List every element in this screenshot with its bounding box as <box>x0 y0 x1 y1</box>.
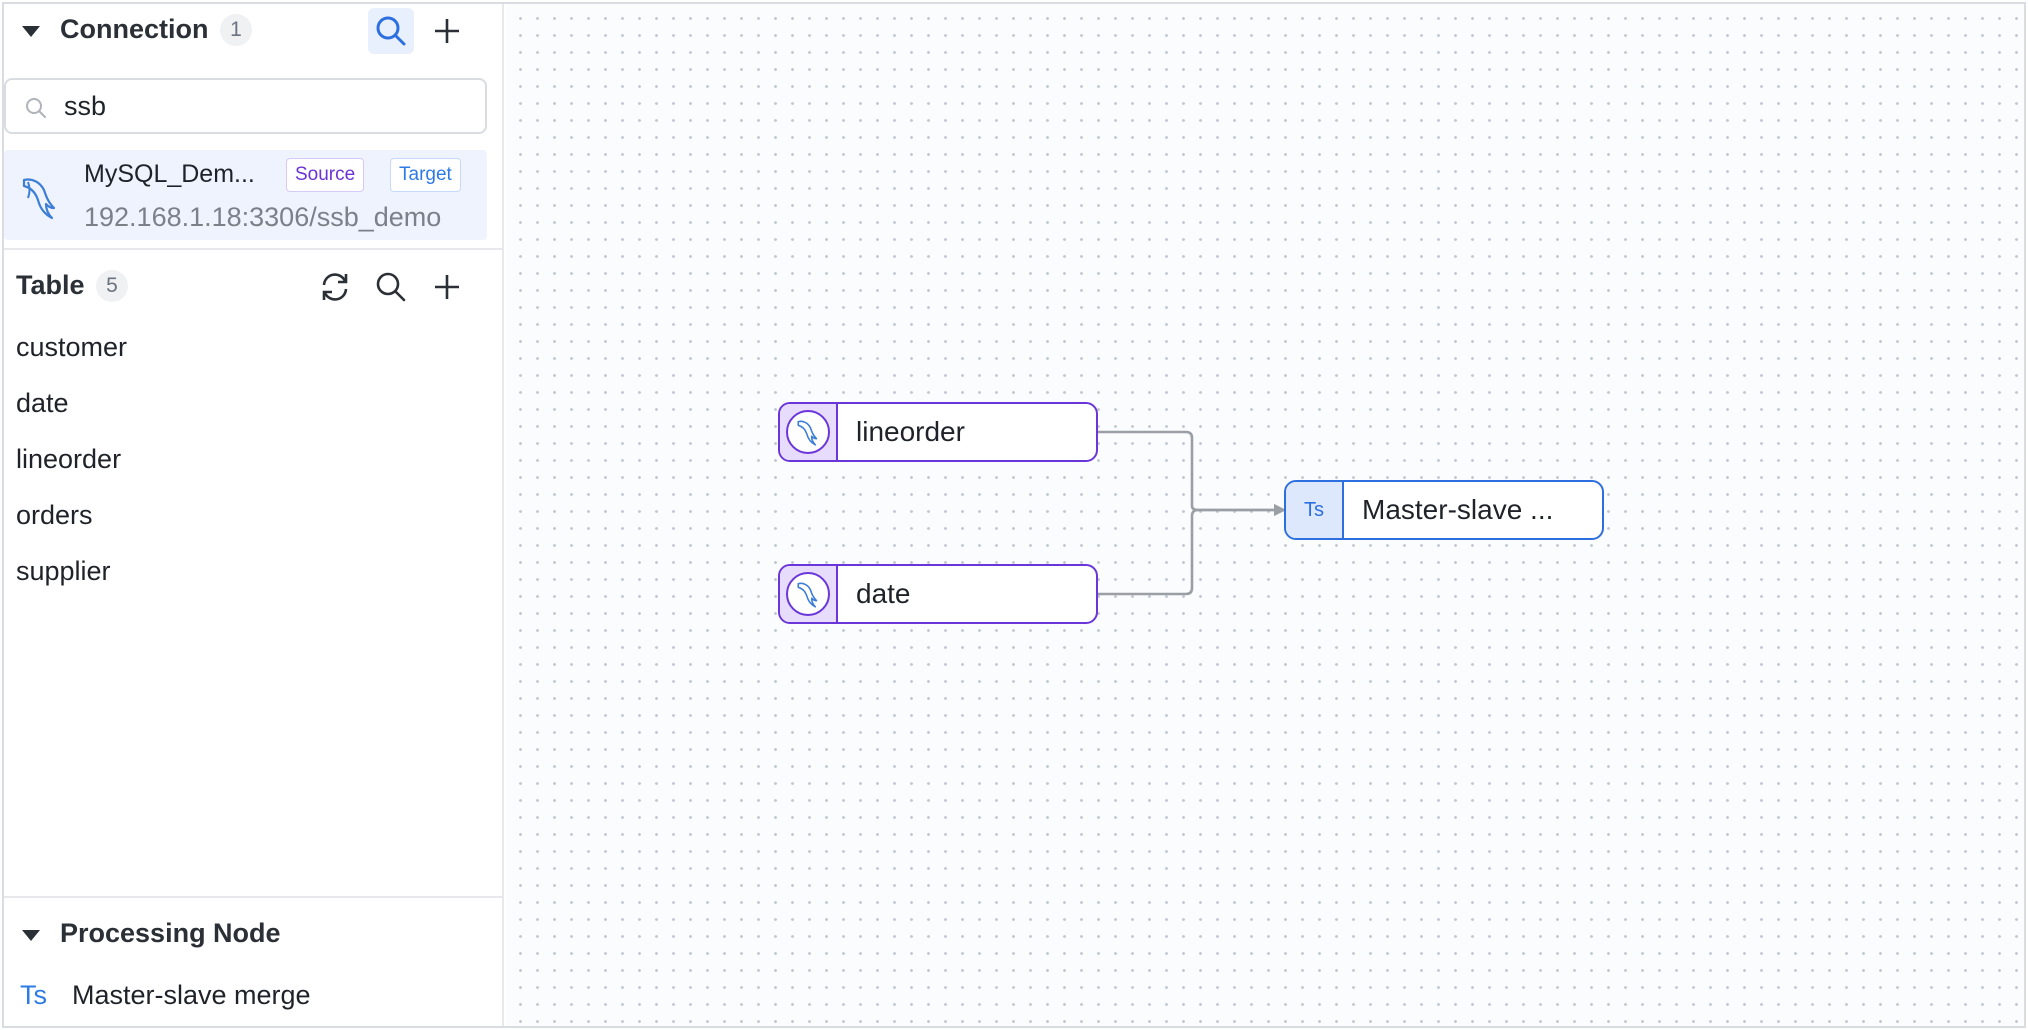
dag-node-date[interactable]: date <box>778 564 1098 624</box>
connection-list-item[interactable]: MySQL_Dem... Source Target 192.168.1.18:… <box>4 150 487 240</box>
connection-count-badge: 1 <box>220 14 252 46</box>
target-tag: Target <box>390 158 461 192</box>
mysql-dolphin-icon <box>786 572 830 616</box>
connection-search-input[interactable] <box>64 88 464 124</box>
source-tag: Source <box>286 158 365 192</box>
table-list-item[interactable]: supplier <box>16 556 111 586</box>
processing-node-header[interactable]: Processing Node <box>4 908 504 960</box>
table-header: Table 5 <box>4 260 504 312</box>
processing-node-item[interactable]: Master-slave merge <box>72 980 311 1010</box>
table-list-item[interactable]: orders <box>16 500 93 530</box>
search-icon <box>26 98 46 118</box>
table-title: Table <box>16 270 85 300</box>
caret-down-icon[interactable] <box>22 930 40 941</box>
connection-header[interactable]: Connection 1 <box>4 4 504 56</box>
connection-name: MySQL_Dem... <box>84 160 255 188</box>
ts-icon: Ts <box>20 980 47 1010</box>
ts-icon: Ts <box>1304 498 1324 521</box>
table-list-item[interactable]: customer <box>16 332 128 362</box>
dag-node-lineorder[interactable]: lineorder <box>778 402 1098 462</box>
connection-search-box[interactable] <box>4 78 487 134</box>
refresh-icon <box>322 273 348 301</box>
refresh-tables-button[interactable] <box>312 264 358 310</box>
caret-down-icon[interactable] <box>22 26 40 37</box>
dag-node-master-slave-merge[interactable]: Ts Master-slave ... <box>1284 480 1604 540</box>
mysql-dolphin-icon <box>22 178 56 220</box>
add-table-button[interactable] <box>424 264 470 310</box>
table-count-badge: 5 <box>96 270 128 302</box>
node-label: lineorder <box>856 416 965 447</box>
node-label: date <box>856 578 911 609</box>
search-icon <box>376 16 406 46</box>
table-list-item[interactable]: lineorder <box>16 444 122 474</box>
mysql-dolphin-icon <box>786 410 830 454</box>
search-icon <box>376 272 406 302</box>
dag-canvas[interactable]: lineorder date Ts Master-slave ... <box>506 4 2024 1026</box>
add-connection-button[interactable] <box>424 8 470 54</box>
connection-address: 192.168.1.18:3306/ssb_demo <box>84 202 442 232</box>
processing-node-title: Processing Node <box>60 918 281 948</box>
plus-icon <box>435 19 459 43</box>
edge-date-to-merge[interactable] <box>1098 504 1286 596</box>
table-list-item[interactable]: date <box>16 388 69 418</box>
connection-search-button[interactable] <box>368 8 414 54</box>
divider <box>4 896 504 898</box>
connection-title: Connection <box>60 14 209 44</box>
sidebar: Connection 1 MySQL_Dem... Sourc <box>4 4 504 1026</box>
edge-layer <box>1098 430 1286 596</box>
node-label: Master-slave ... <box>1362 494 1554 525</box>
table-search-button[interactable] <box>368 264 414 310</box>
plus-icon <box>435 275 459 299</box>
divider <box>4 248 504 250</box>
edge-lineorder-to-merge[interactable] <box>1098 430 1286 516</box>
